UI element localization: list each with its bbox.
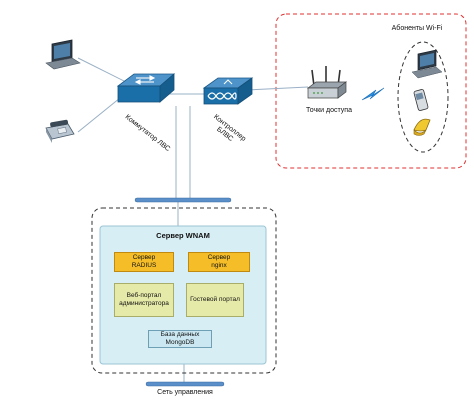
database-box: База данных MongoDB	[148, 330, 212, 348]
lan-switch-icon	[116, 73, 176, 103]
nginx-server-box: Сервер nginx	[188, 252, 250, 272]
connections	[77, 57, 309, 384]
wlan-controller-icon	[202, 77, 254, 105]
subscriber-laptop-icon	[411, 49, 443, 79]
mobile-phone-icon	[413, 89, 429, 111]
access-point-label: Точки доступа	[306, 107, 352, 114]
wifi-subscribers-oval	[397, 41, 449, 153]
access-point-icon	[306, 66, 348, 99]
radius-server-box: Сервер RADIUS	[114, 252, 174, 272]
admin-portal-box: Веб-портал администратора	[114, 283, 174, 317]
server-title: Сервер WNAM	[156, 231, 210, 240]
wifi-subscribers-label: Абоненты Wi-Fi	[391, 25, 443, 32]
wifi-zone-border	[275, 13, 467, 169]
network-bus-management	[145, 381, 225, 387]
wireless-link-icon	[361, 87, 385, 101]
management-network-label: Сеть управления	[157, 389, 213, 396]
laptop-icon	[45, 39, 81, 70]
flip-phone-icon	[413, 118, 431, 136]
guest-portal-box: Гостевой портал	[186, 283, 244, 317]
server-zone-border	[91, 207, 277, 374]
ip-phone-icon	[45, 119, 75, 143]
network-bus-top	[134, 197, 232, 203]
